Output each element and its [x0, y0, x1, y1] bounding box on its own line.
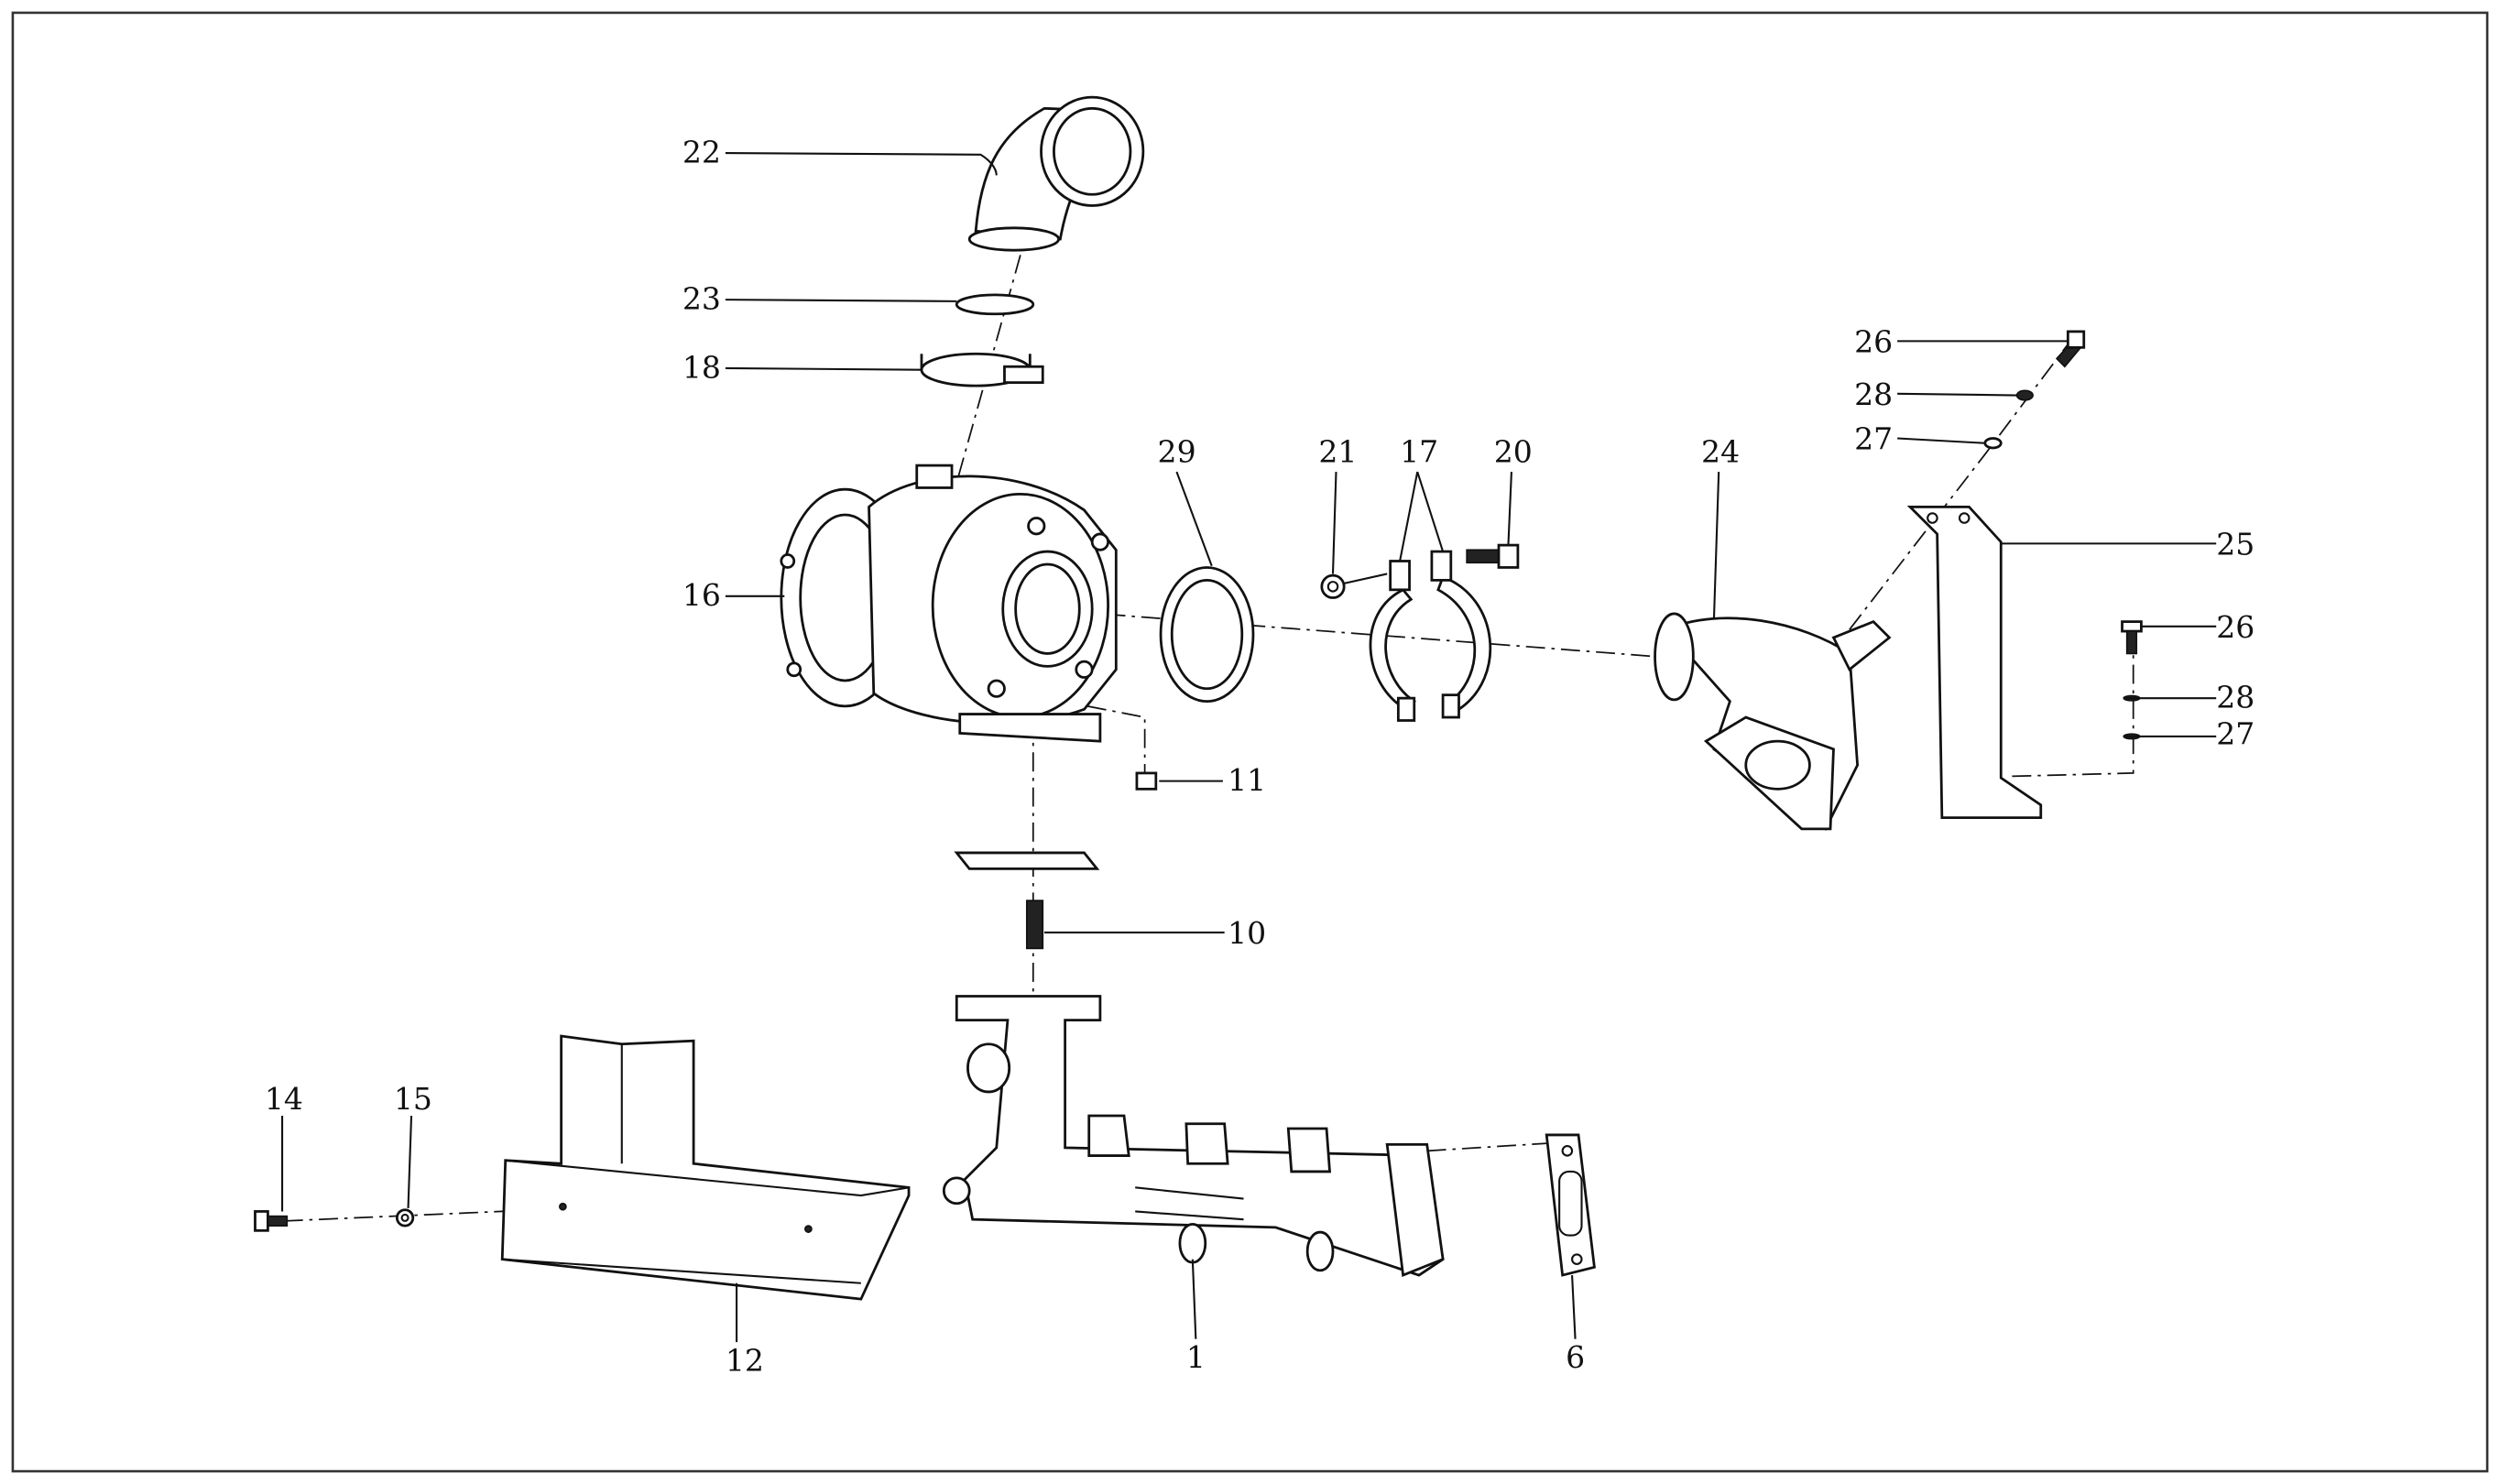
callout-24: 24 [1701, 434, 1740, 470]
callout-26-upper: 26 [1854, 324, 1893, 360]
callout-12: 12 [726, 1342, 764, 1378]
callout-10: 10 [1228, 915, 1266, 951]
callout-18: 18 [682, 349, 721, 385]
part-28-washer-upper [2015, 389, 2034, 401]
part-22-elbow-hose [967, 95, 1145, 252]
callout-26-lower: 26 [2216, 609, 2254, 645]
callout-28-lower: 28 [2216, 680, 2254, 715]
part-17-vband-clamp [1369, 550, 1492, 722]
part-29-gasket-ring [1159, 566, 1255, 704]
flange-gasket [954, 851, 1100, 870]
part-26-bolt-lower [2121, 620, 2143, 655]
callout-25: 25 [2216, 527, 2254, 562]
part-15-washer [395, 1208, 415, 1228]
callout-21: 21 [1318, 434, 1357, 470]
callout-15: 15 [394, 1081, 432, 1117]
part-18-hose-clamp [920, 352, 1044, 387]
part-26-bolt-upper [2055, 330, 2086, 368]
part-14-bolt [254, 1210, 289, 1232]
part-25-bracket [1906, 505, 2043, 820]
part-12-heat-shield [500, 1034, 911, 1301]
callout-labels: 22 23 18 16 29 21 17 20 24 26 28 27 25 2… [265, 134, 2254, 1378]
callout-20: 20 [1494, 434, 1533, 470]
leader-lines [281, 152, 2217, 1343]
callout-22: 22 [682, 134, 721, 169]
frame-border [11, 11, 2489, 1473]
part-11-nut [1135, 771, 1158, 791]
part-27-washer-upper [1983, 437, 2003, 450]
part-1-exhaust-manifold [942, 995, 1445, 1278]
part-24-outlet-elbow [1654, 612, 1892, 831]
callout-17: 17 [1400, 434, 1438, 470]
callout-27-lower: 27 [2216, 716, 2254, 752]
callout-11: 11 [1228, 762, 1266, 798]
callout-23: 23 [682, 281, 721, 317]
callout-16: 16 [682, 577, 721, 613]
part-21-nut [1320, 573, 1388, 599]
callout-14: 14 [265, 1081, 303, 1117]
callout-6: 6 [1566, 1339, 1585, 1375]
part-6-manifold-gasket [1545, 1133, 1596, 1277]
callout-29: 29 [1158, 434, 1196, 470]
part-16-turbocharger [780, 464, 1118, 743]
callout-1: 1 [1186, 1339, 1206, 1375]
part-20-bolt [1466, 543, 1520, 569]
callout-28-upper: 28 [1854, 376, 1893, 412]
part-10-stud [1025, 900, 1044, 950]
part-23-seal-ring [955, 293, 1035, 316]
callout-27-upper: 27 [1854, 421, 1893, 457]
